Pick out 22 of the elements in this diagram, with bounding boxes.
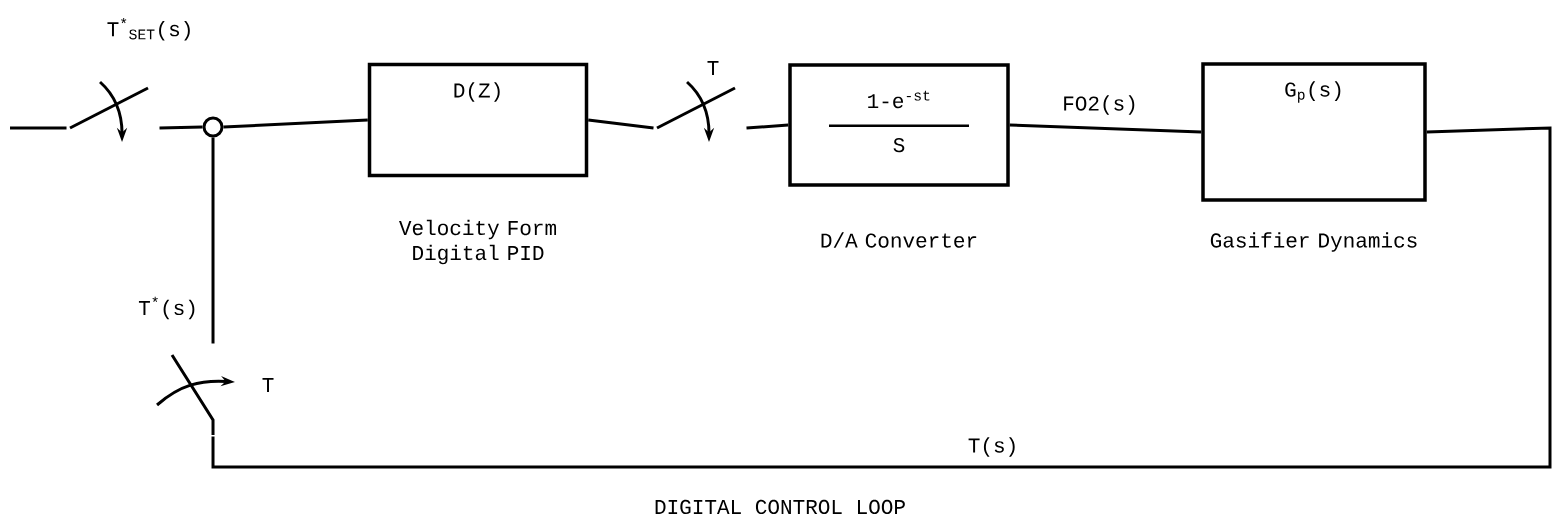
signal-line [10,126,67,130]
block-caption: D/A Converter [821,232,977,248]
edge-label: FO2(s) [1064,95,1135,115]
block-caption: T [707,61,719,75]
signal-line [159,125,203,130]
edge-label: T(s) [968,437,1015,457]
signal-line [746,123,789,130]
edge-label: T$^{*}$(s) [138,296,195,320]
block-caption: Gasifier Dynamics [1210,232,1417,252]
block-caption: Velocity Form Digital PID [399,219,556,265]
summing-junction [202,116,224,138]
block-caption: T [262,378,274,392]
block-box: D(Z) [367,62,589,178]
diagram-caption: DIGITAL CONTROL LOOP [655,499,905,515]
signal-line [588,118,654,130]
block-box: 1-e$^{-st}$ S [788,63,1010,187]
block-box: G$_{p}$(s) [1201,62,1427,202]
signal-line [1009,123,1202,134]
signal-line [223,118,368,129]
signal-line [211,137,215,344]
signal-line [211,126,1552,469]
block-caption: T$^{*}$$_{SET}$(s) [107,17,190,41]
